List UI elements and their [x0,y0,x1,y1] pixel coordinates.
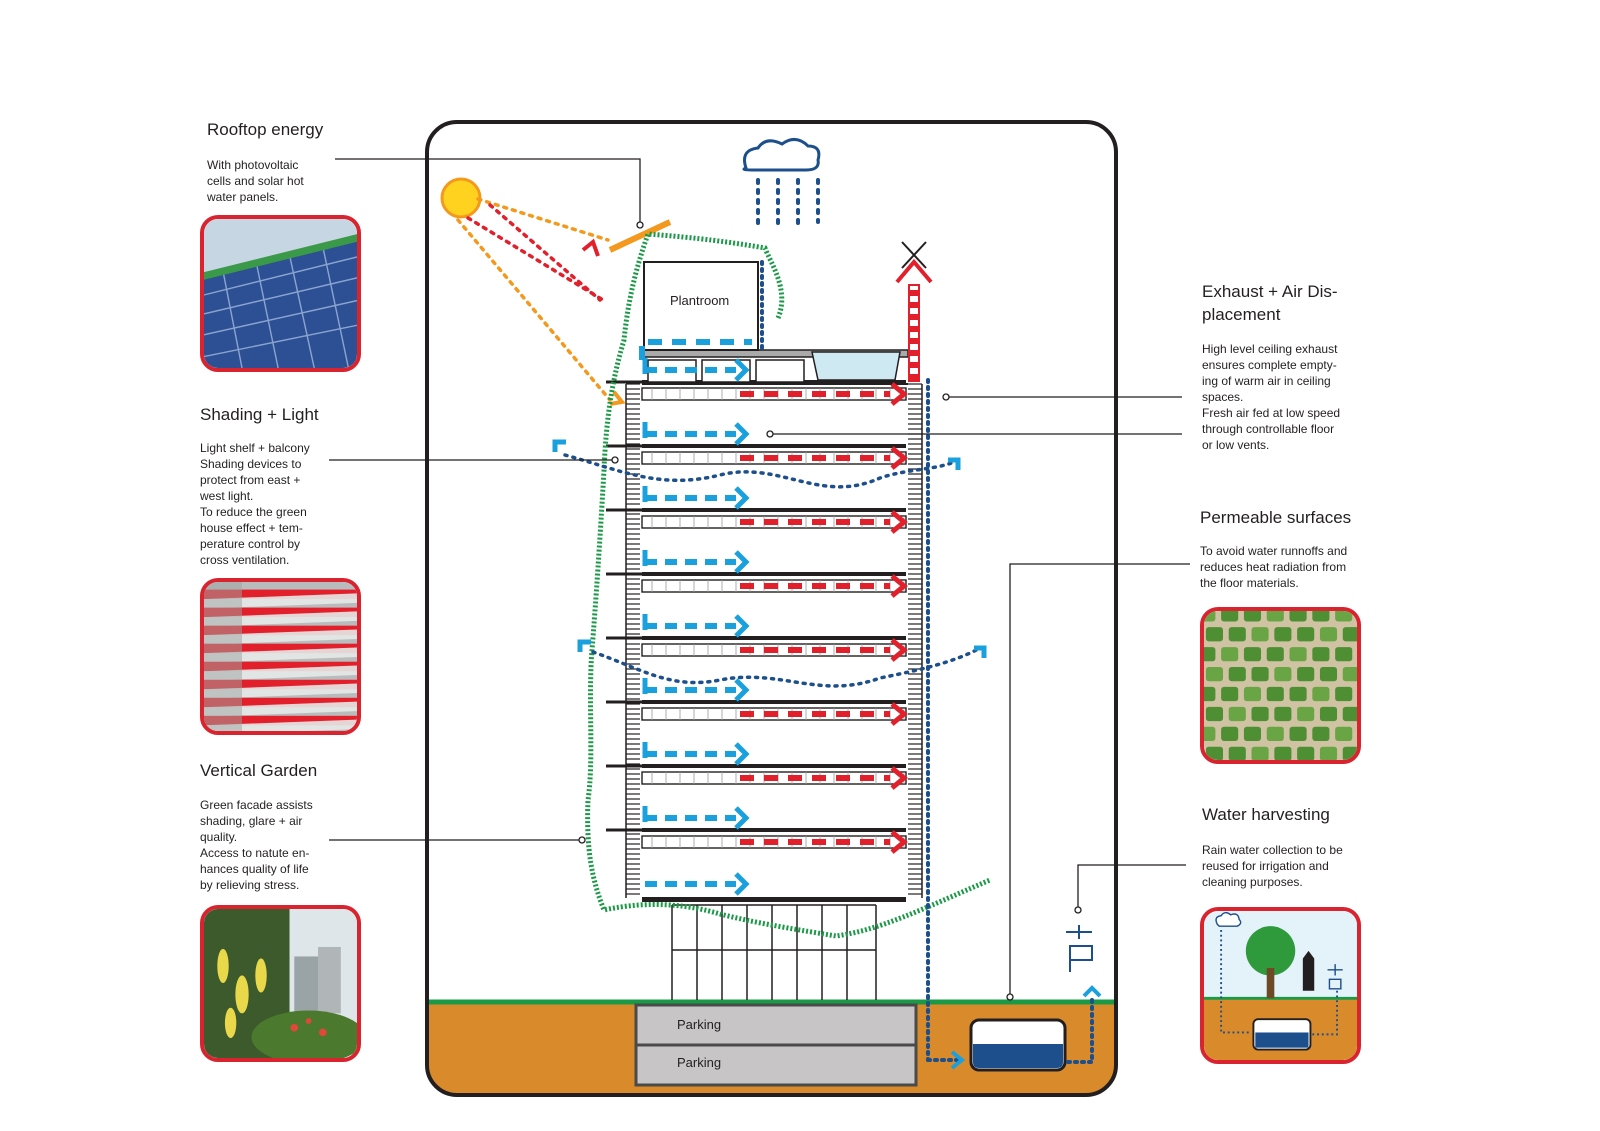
permeable-grass-photo [1200,607,1361,764]
water-tank [969,1018,1067,1072]
shading-light-desc: Light shelf + balcony Shading devices to… [200,441,310,567]
parking-upper-label: Parking [677,1017,721,1032]
water-downpipe [760,260,1094,1064]
water-harvesting-icon-photo [1200,907,1361,1064]
shading-light-title: Shading + Light [200,405,319,424]
leader-lines [329,158,1190,1001]
parking-lower-label: Parking [677,1055,721,1070]
exhaust-desc: High level ceiling exhaust ensures compl… [1202,342,1341,452]
rooftop-energy-title: Rooftop energy [207,120,324,139]
shading-louvre-photo [200,578,361,735]
exhaust-title-line2: placement [1202,305,1281,324]
plantroom-label: Plantroom [670,293,729,308]
water-harvesting-title: Water harvesting [1202,805,1330,824]
vertical-garden-title: Vertical Garden [200,761,318,780]
parking-levels [634,1003,918,1087]
exhaust-title-line1: Exhaust + Air Dis- [1202,282,1338,301]
water-harvesting-desc: Rain water collection to be reused for i… [1202,843,1343,889]
sun-rays [456,197,612,402]
rooftop-energy-desc: With photovoltaic cells and solar hot wa… [207,158,304,204]
cross-ventilation [563,453,982,688]
tap-icon [1066,925,1093,972]
solar-panel-photo [200,215,361,372]
rain-cloud-icon [742,138,821,232]
roof-level [641,261,909,385]
plantroom-box [643,261,759,351]
diagram-frame [425,120,1118,1097]
reflected-heat-arrow [581,238,600,257]
exhaust-chimney [895,241,933,382]
vertical-garden-desc: Green facade assists shading, glare + ai… [200,798,313,892]
vertical-garden-photo [200,905,361,1062]
solar-panel-icon [608,219,672,253]
ground-floor-columns [671,904,877,1000]
permeable-surfaces-desc: To avoid water runnoffs and reduces heat… [1200,544,1348,590]
green-facade [585,231,991,939]
air-displacement-flows [642,358,908,896]
sun-icon [440,177,482,219]
permeable-surfaces-title: Permeable surfaces [1200,508,1352,527]
